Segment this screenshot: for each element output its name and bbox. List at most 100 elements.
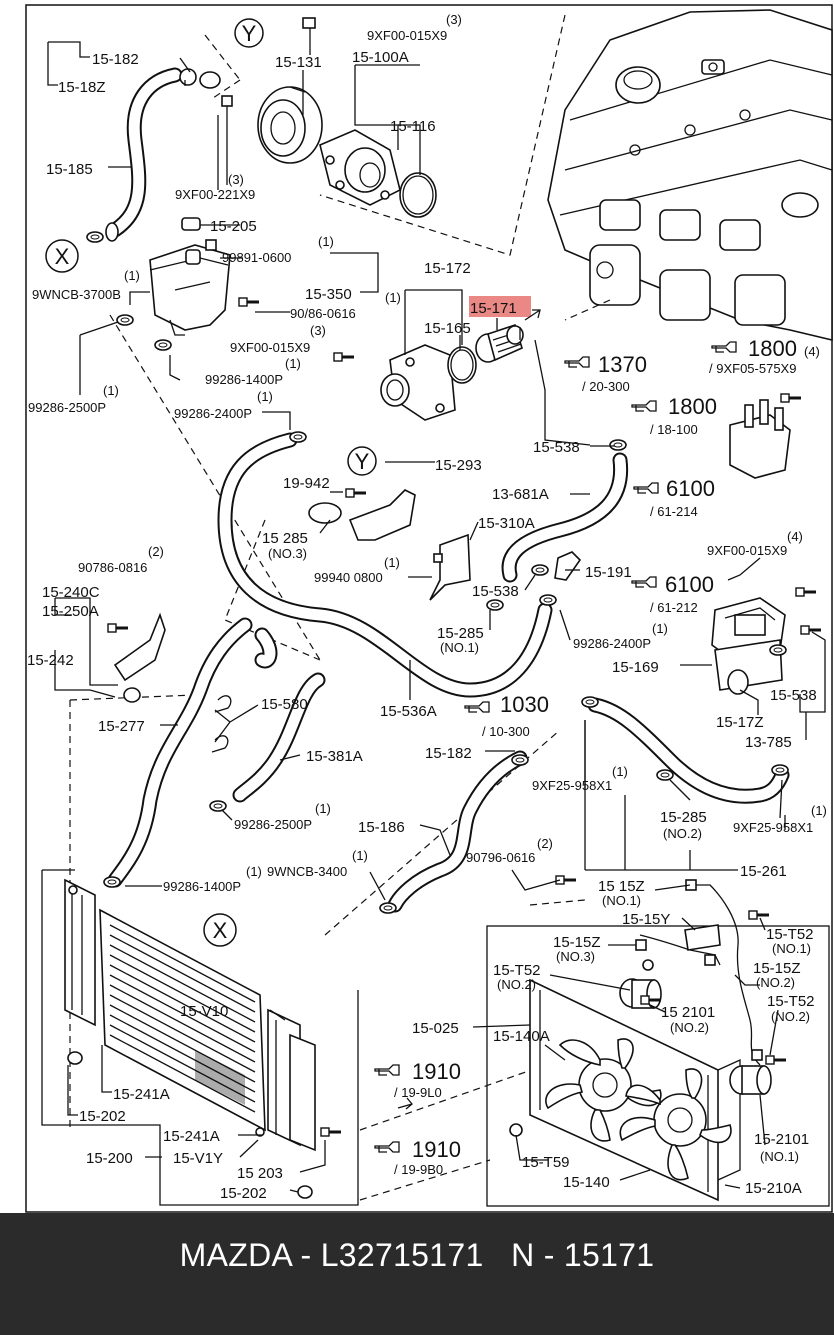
label-9xf00-015x9-right: 9XF00-015X9: [707, 543, 787, 558]
label-15-100a: 15-100A: [352, 49, 409, 66]
marker-x-left: X: [45, 239, 79, 273]
label-15-202-b: 15-202: [220, 1185, 267, 1202]
label-15-381a: 15-381A: [306, 748, 363, 765]
part-number-footer: MAZDA - L32715171 N - 15171: [0, 1213, 834, 1335]
label-15-15z-no3: 15-15Z: [553, 934, 601, 951]
label-9xf00-015x9: 9XF00-015X9: [367, 28, 447, 43]
svg-text:(4): (4): [804, 344, 820, 359]
svg-text:/ 10-300: / 10-300: [482, 724, 530, 739]
svg-text:(1): (1): [318, 234, 334, 249]
pipe-15-191: [539, 551, 582, 606]
svg-text:(1): (1): [285, 356, 301, 371]
ref-arrow-icon: [631, 400, 657, 412]
label-15-285-no3: 15 285: [262, 530, 308, 547]
label-9xf25-958x1: 9XF25-958X1: [532, 778, 612, 793]
label-15-165: 15-165: [424, 320, 471, 337]
label-15-538-b: 15-538: [472, 583, 519, 600]
svg-text:Y: Y: [355, 449, 370, 474]
label-15-200: 15-200: [86, 1150, 133, 1167]
label-15-140a: 15-140A: [493, 1028, 550, 1045]
highlight-15-171: [469, 296, 531, 317]
hose-15-381a: [209, 672, 326, 812]
ref-1800: 1800: [748, 336, 797, 361]
part-number-text: MAZDA - L32715171 N - 15171: [179, 1237, 655, 1273]
bolt-9xf00-221x9: [217, 95, 233, 185]
label-15-205: 15-205: [210, 218, 257, 235]
svg-text:/ 18-100: / 18-100: [650, 422, 698, 437]
label-9xf00-221x9: 9XF00-221X9: [175, 187, 255, 202]
svg-text:(NO.1): (NO.1): [602, 893, 641, 908]
label-99286-2500p-mid: 99286-2500P: [234, 817, 312, 832]
fan-15-140a: [545, 1038, 662, 1142]
bracket-15-310a: [429, 533, 504, 611]
cooling-system-parts-diagram: Y X Y X 15-182 15-18Z 15-185 15-131 15-1…: [25, 4, 833, 1213]
label-15-310a: 15-310A: [478, 515, 535, 532]
label-15-350: 15-350: [305, 286, 352, 303]
label-15-191: 15-191: [585, 564, 632, 581]
label-15-536a: 15-536A: [380, 703, 437, 720]
label-99286-2400p-right: 99286-2400P: [573, 636, 651, 651]
radiator-core-fins: [109, 924, 256, 1113]
label-15-v1y: 15-V1Y: [173, 1150, 223, 1167]
svg-text:(NO.2): (NO.2): [663, 826, 702, 841]
svg-text:(NO.3): (NO.3): [556, 949, 595, 964]
label-15-172: 15-172: [424, 260, 471, 277]
label-15-242: 15-242: [27, 652, 74, 669]
sensor-bracket: [729, 392, 803, 479]
fan-assembly-box: [486, 925, 830, 1207]
fan-15-140: [619, 1068, 732, 1181]
svg-text:(2): (2): [537, 836, 553, 851]
label-15-t59: 15-T59: [522, 1154, 570, 1171]
svg-text:(1): (1): [246, 864, 262, 879]
ref-1910: 1910: [412, 1059, 461, 1084]
svg-text:(NO.1): (NO.1): [440, 640, 479, 655]
water-pump-15-100a: [302, 17, 401, 206]
svg-text:Y: Y: [242, 21, 257, 46]
label-15-580: 15-580: [261, 696, 308, 713]
label-9wncb-3700b: 9WNCB-3700B: [32, 287, 121, 302]
radiator-group-bracket: [41, 870, 359, 1206]
ref-6100: 6100: [666, 476, 715, 501]
diagram-border: [25, 4, 833, 1213]
fan-wiring-harness: [509, 879, 788, 1137]
hose-15-186: [379, 750, 529, 914]
label-15-116: 15-116: [390, 118, 436, 135]
svg-text:(1): (1): [315, 801, 331, 816]
hose-15-536a: [217, 431, 553, 698]
label-19-942: 19-942: [283, 475, 330, 492]
label-90786-0616: 90/86-0616: [290, 306, 356, 321]
label-99286-2500p: 99286-2500P: [28, 400, 106, 415]
ref-arrow-icon: [633, 482, 659, 494]
svg-text:(1): (1): [103, 383, 119, 398]
label-90796-0616: 90796-0616: [466, 850, 535, 865]
svg-text:(3): (3): [228, 172, 244, 187]
label-99286-1400p: 99286-1400P: [205, 372, 283, 387]
label-15-250a: 15-250A: [42, 603, 99, 620]
label-15-285-no1: 15-285: [437, 625, 484, 642]
svg-text:(NO.1): (NO.1): [760, 1149, 799, 1164]
ref-arrow-icon: [464, 701, 490, 713]
label-9wncb-3400: 9WNCB-3400: [267, 864, 347, 879]
engine-cylinder-head: [547, 9, 833, 342]
fan-motor-15-2101-no1: [729, 1065, 772, 1095]
label-15-t52-no1: 15-T52: [766, 926, 814, 943]
svg-text:(1): (1): [257, 389, 273, 404]
label-15-15y: 15-15Y: [622, 911, 670, 928]
label-99891-0600: 99891-0600: [222, 250, 291, 265]
heater-valve-assembly: [711, 586, 823, 695]
svg-text:/ 61-214: / 61-214: [650, 504, 698, 519]
label-15-241a: 15-241A: [113, 1086, 170, 1103]
svg-text:(1): (1): [385, 290, 401, 305]
label-15-538: 15-538: [533, 439, 580, 456]
ref-arrow-icon: [631, 576, 657, 588]
label-15-185: 15-185: [46, 161, 93, 178]
hose-15-185: [86, 67, 221, 243]
svg-text:/ 61-212: / 61-212: [650, 600, 698, 615]
svg-text:/ 20-300: / 20-300: [582, 379, 630, 394]
pipe-15-261: [581, 696, 790, 804]
label-90786-0816: 90786-0816: [78, 560, 147, 575]
thermostat-15-171: [475, 323, 524, 363]
svg-text:(1): (1): [612, 764, 628, 779]
leader-lines: [47, 41, 826, 1193]
hose-15-277: [103, 617, 278, 888]
